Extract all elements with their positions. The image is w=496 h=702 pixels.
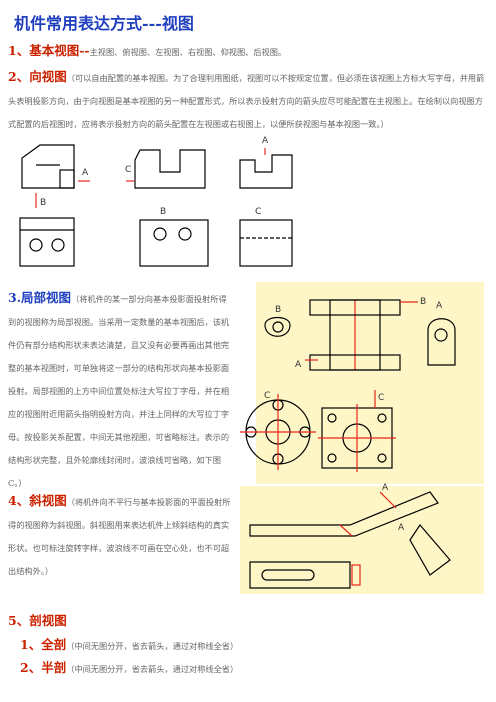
section-partial-view: 3.局部视图（将机件的某一部分向基本投影面投射所得到的视图称为局部视图。当采用一… bbox=[8, 287, 234, 494]
section-number: 1、 bbox=[8, 43, 30, 58]
label-a: A bbox=[262, 136, 269, 146]
section-text: （可以自由配置的基本视图。为了合理利用图纸，视图可以不按规定位置，但必须在该视图… bbox=[8, 73, 485, 129]
label-a: A bbox=[382, 483, 389, 493]
section-direction-view: 2、向视图（可以自由配置的基本视图。为了合理利用图纸，视图可以不按规定位置，但必… bbox=[8, 66, 488, 135]
section-heading: 基本视图-- bbox=[29, 43, 90, 58]
subsection-text: （中间无图分开，省去箭头，通过对称线全省） bbox=[66, 641, 239, 651]
subsection-heading: 1、全剖 bbox=[20, 637, 67, 652]
subsection-half-section: 2、半剖（中间无图分开，省去箭头，通过对称线全省） bbox=[20, 657, 238, 680]
label-c: C bbox=[378, 393, 384, 403]
section-number: 5、 bbox=[8, 613, 30, 628]
label-b: B bbox=[160, 207, 166, 217]
label-c: C bbox=[255, 207, 261, 217]
label-c: C bbox=[125, 165, 131, 175]
section-heading: 斜视图 bbox=[29, 493, 67, 508]
section-heading: 剖视图 bbox=[29, 613, 67, 628]
subsection-full-section: 1、全剖（中间无图分开，省去箭头，通过对称线全省） bbox=[20, 634, 238, 657]
label-a: A bbox=[436, 301, 443, 311]
section-section-view: 5、剖视图 bbox=[8, 610, 67, 629]
label-b: B bbox=[420, 297, 426, 307]
label-b: B bbox=[40, 198, 46, 208]
oblique-view-box bbox=[240, 486, 484, 594]
label-c: C bbox=[264, 391, 270, 401]
page-title: 机件常用表达方式---视图 bbox=[14, 14, 194, 33]
section-number: 4、 bbox=[8, 493, 30, 508]
label-a: A bbox=[295, 360, 302, 370]
section-text: 主视图、俯视图、左视图、右视图、仰视图、后视图。 bbox=[89, 47, 287, 57]
section-basic-view: 1、基本视图--主视图、俯视图、左视图、右视图、仰视图、后视图。 bbox=[8, 40, 286, 63]
subsection-text: （中间无图分开，省去箭头，通过对称线全省） bbox=[66, 664, 239, 674]
subsection-heading: 2、半剖 bbox=[20, 660, 67, 675]
section-oblique-view: 4、斜视图（将机件向不平行与基本投影面的平面投射所得的视图称为斜视图。斜视图用来… bbox=[8, 490, 234, 582]
section-text: （将机件向不平行与基本投影面的平面投射所得的视图称为斜视图。斜视图用来表达机件上… bbox=[8, 497, 231, 576]
section-heading: 3.局部视图 bbox=[8, 290, 72, 305]
section-heading: 向视图 bbox=[29, 69, 67, 84]
partial-view-box bbox=[256, 282, 484, 484]
label-a: A bbox=[398, 523, 405, 533]
label-a: A bbox=[82, 168, 89, 178]
section-number: 2、 bbox=[8, 69, 30, 84]
section-text: （将机件的某一部分向基本投影面投射所得到的视图称为局部视图。当采用一定数量的基本… bbox=[8, 294, 230, 488]
label-b: B bbox=[275, 305, 281, 315]
